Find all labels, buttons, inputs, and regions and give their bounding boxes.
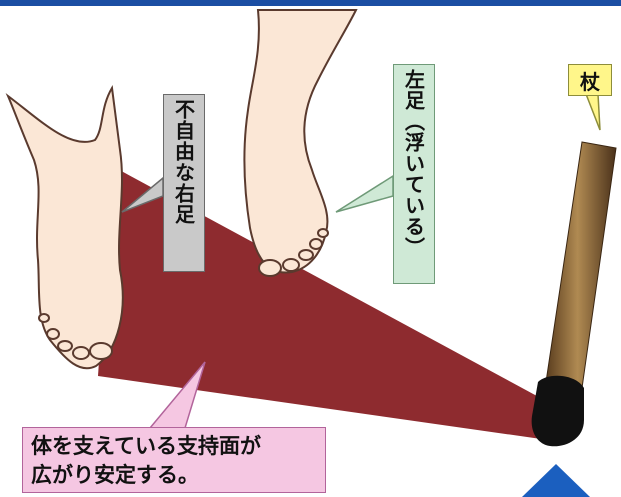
- right-foot-label: 不自由な右足: [163, 94, 205, 272]
- up-arrow-icon: [522, 464, 590, 497]
- left-label-tail: [335, 174, 394, 213]
- support-area: [98, 166, 548, 440]
- top-bar: [0, 0, 621, 6]
- support-label-line1: 体を支えている支持面が: [31, 434, 261, 458]
- right-foot: [5, 85, 124, 370]
- cane-label-tail: [584, 93, 601, 131]
- support-area-label: 体を支えている支持面が 広がり安定する。: [22, 427, 326, 493]
- left-foot: [243, 9, 358, 277]
- left-foot-label: 左足（浮いている）: [393, 64, 435, 284]
- cane-tip: [531, 375, 584, 447]
- cane-label: 杖: [568, 64, 612, 96]
- cane: [531, 141, 617, 447]
- support-label-line2: 広がり安定する。: [31, 463, 199, 487]
